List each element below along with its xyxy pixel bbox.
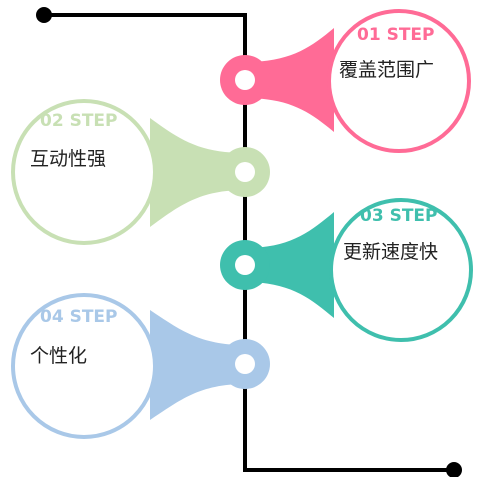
step-03-bubble	[329, 198, 473, 342]
step-01-label: 覆盖范围广	[339, 59, 434, 81]
step-04-connector	[150, 310, 245, 420]
step-02-connector	[150, 118, 245, 227]
step-01-connector	[245, 28, 334, 132]
step-01: 01 STEP 覆盖范围广	[220, 9, 471, 153]
step-02-node-hole	[235, 162, 255, 182]
step-03-node-hole	[235, 255, 255, 275]
step-04-bubble	[11, 293, 157, 439]
timeline-end-dot	[446, 462, 462, 477]
step-03-label: 更新速度快	[343, 241, 438, 263]
step-02-bubble	[11, 99, 157, 245]
step-02-number: 02 STEP	[40, 111, 118, 131]
step-01-number: 01 STEP	[357, 25, 435, 45]
step-01-bubble	[327, 9, 471, 153]
step-03: 03 STEP 更新速度快	[220, 198, 473, 342]
step-02-label: 互动性强	[30, 148, 106, 170]
step-04-node-hole	[235, 354, 255, 374]
step-04-number: 04 STEP	[40, 307, 118, 327]
step-02: 02 STEP 互动性强	[11, 99, 270, 245]
step-04-label: 个性化	[30, 345, 87, 367]
step-01-node-hole	[235, 70, 255, 90]
step-03-connector	[245, 212, 334, 318]
step-03-number: 03 STEP	[360, 206, 438, 226]
step-04: 04 STEP 个性化	[11, 293, 270, 439]
timeline-start-dot	[36, 7, 52, 23]
